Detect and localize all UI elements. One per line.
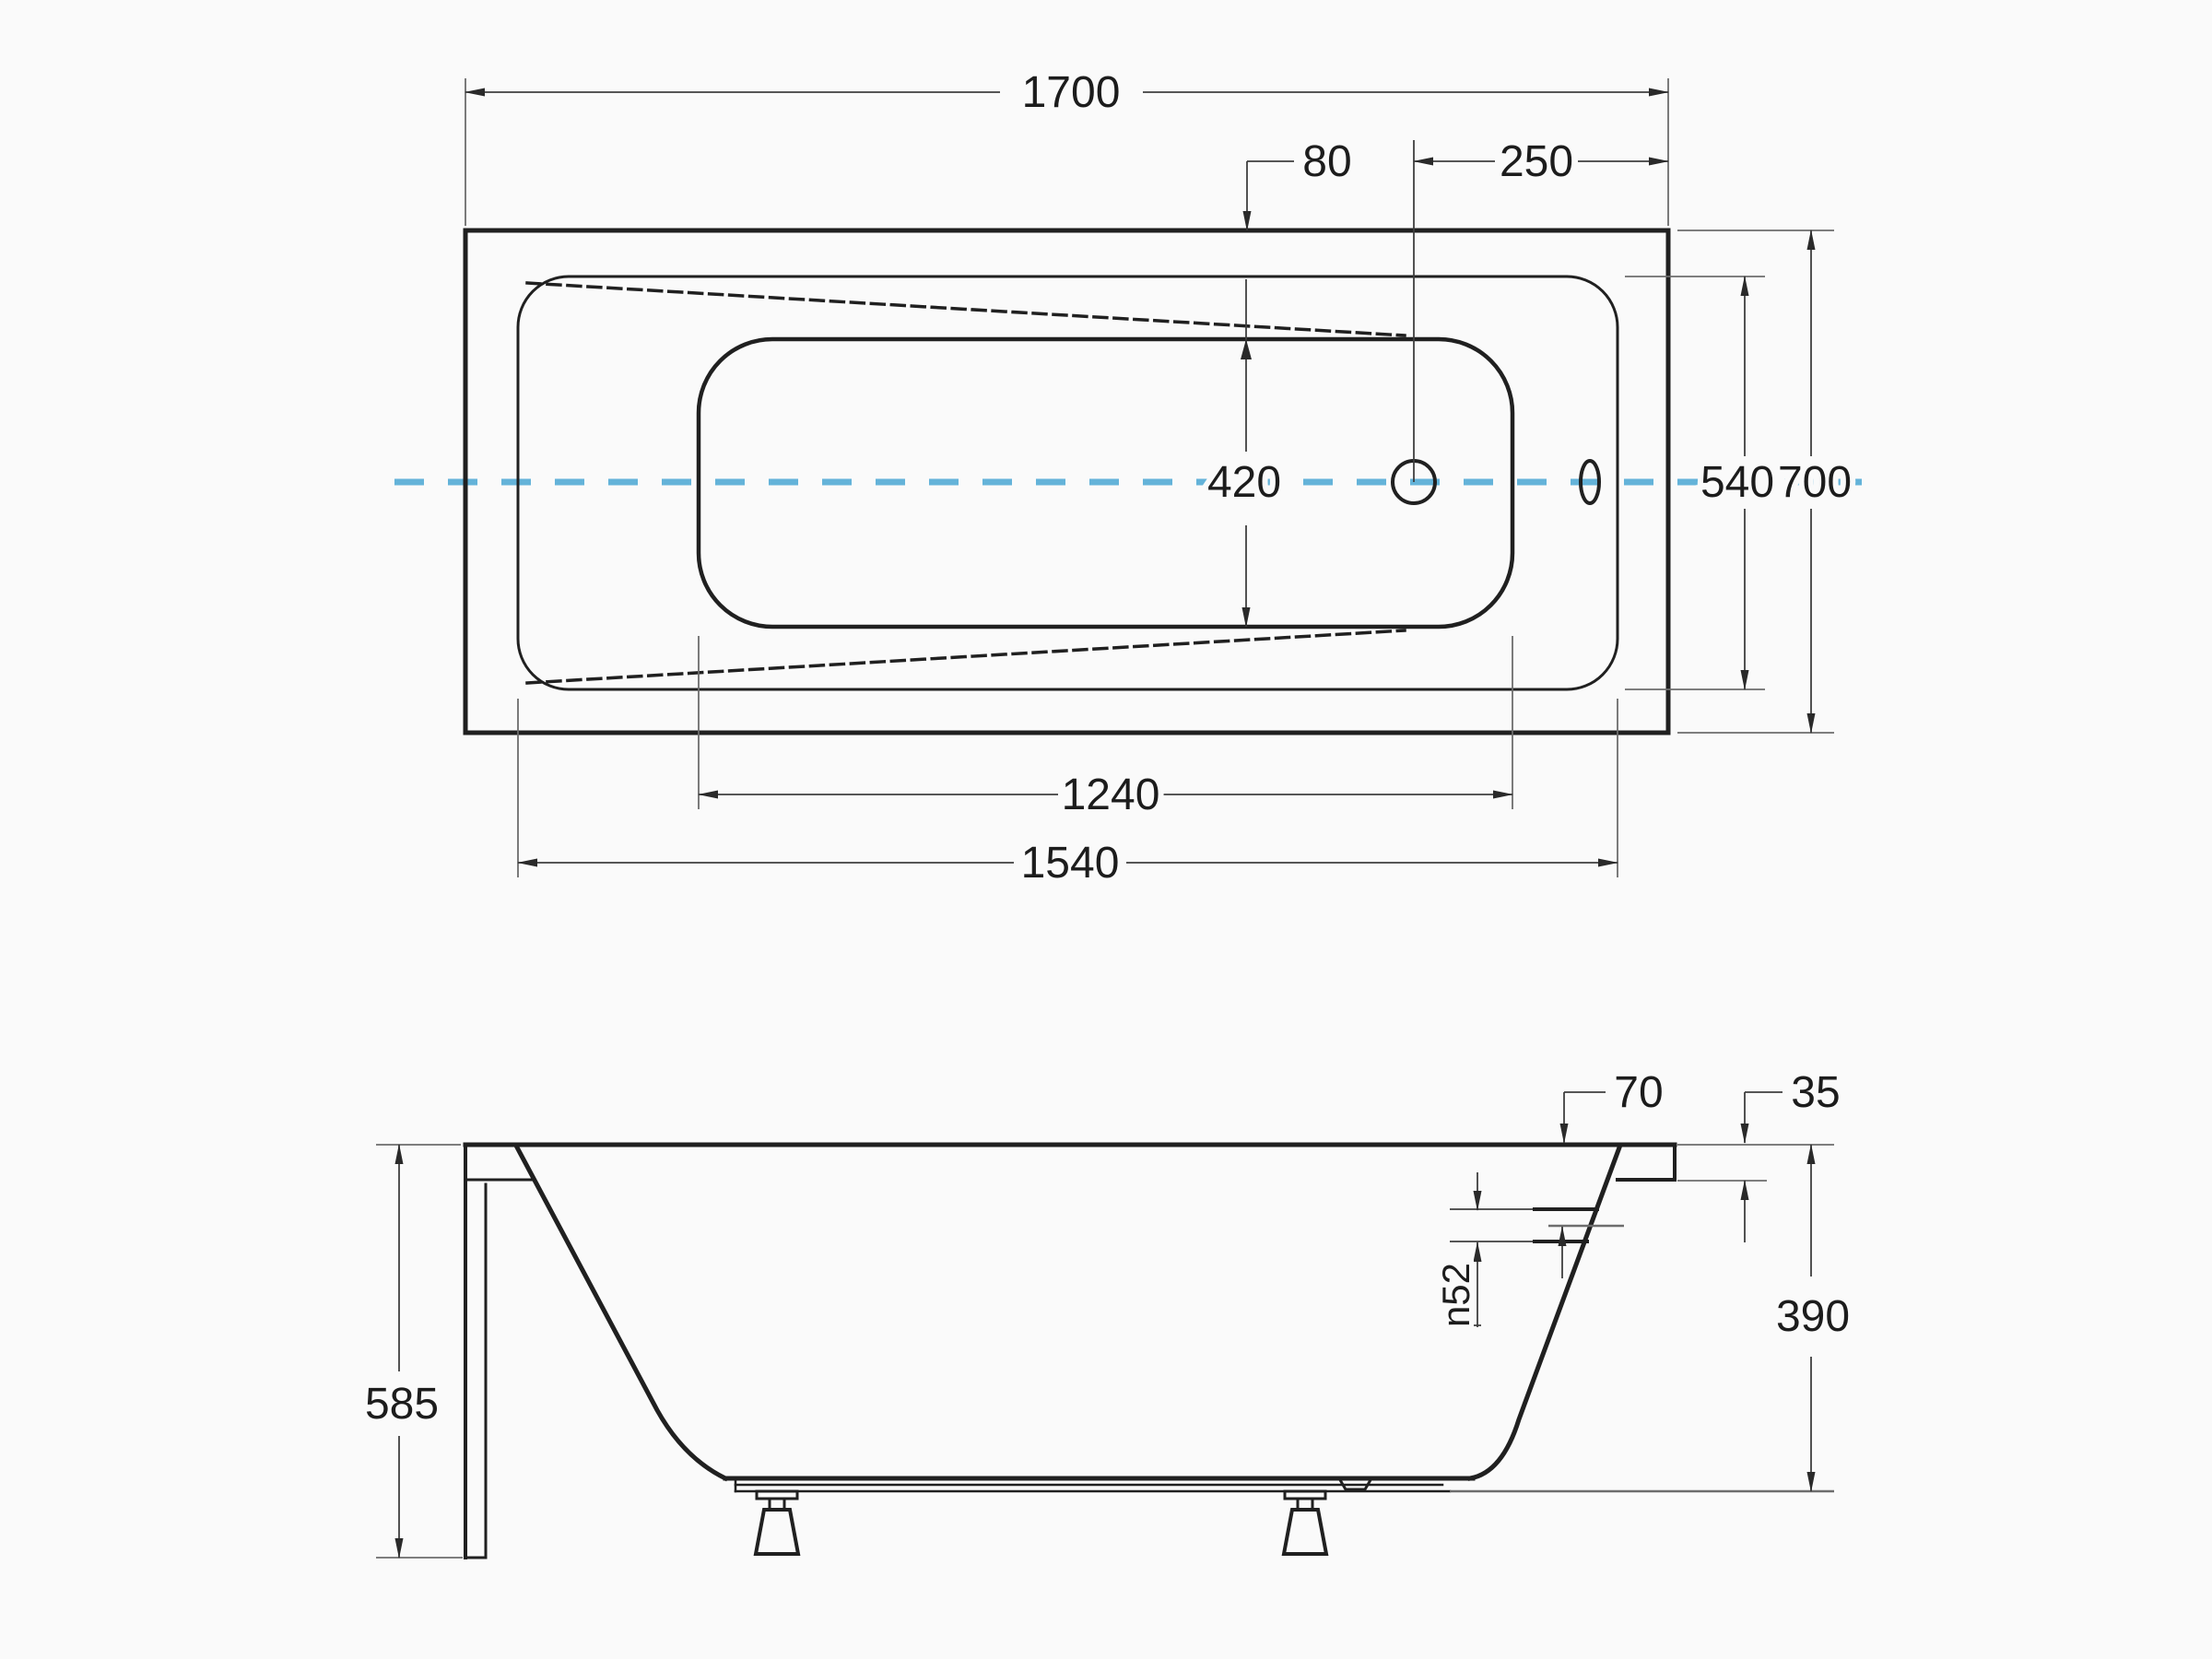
dim-drain-to-edge: 250 (1413, 132, 1669, 192)
dim-label-250: 250 (1500, 137, 1573, 186)
dim-rim-length: 1540 (517, 699, 1618, 893)
dim-label-1540: 1540 (1021, 839, 1120, 888)
slope-projection-top (525, 281, 1406, 337)
outer-rim-rect (463, 228, 1671, 735)
top-view: 1700 80 250 420 540 (394, 63, 1862, 893)
dim-tub-depth: 390 (1677, 1144, 1855, 1492)
front-wall-slope (1467, 1144, 1623, 1481)
dim-label-420: 420 (1207, 458, 1281, 507)
dim-rim-width: 540 (1625, 276, 1780, 690)
adjustable-foot-right (1281, 1489, 1329, 1556)
overflow-hole (1579, 459, 1601, 505)
dim-label-70: 70 (1614, 1068, 1663, 1117)
dim-drain-offset: 80 (1242, 132, 1358, 231)
dim-label-35: 35 (1791, 1068, 1840, 1117)
adjustable-foot-left (753, 1489, 801, 1556)
dim-basin-width: 420 (1202, 279, 1287, 628)
dim-label-1240: 1240 (1062, 771, 1160, 819)
inner-rim-rect (516, 275, 1619, 691)
dim-rim-overhang: 70 (1559, 1063, 1669, 1144)
dim-label-1700: 1700 (1022, 68, 1121, 117)
side-view: n52 70 35 390 585 (359, 1063, 1855, 1559)
dim-label-n52: n52 (1434, 1263, 1477, 1327)
dim-basin-length: 1240 (698, 636, 1513, 825)
support-frame (734, 1477, 1452, 1493)
slope-projection-bottom (525, 629, 1406, 685)
dim-rim-lip-height: 35 (1677, 1063, 1846, 1242)
back-wall-slope (512, 1142, 729, 1482)
dim-overall-length: 1700 (465, 63, 1669, 226)
dim-label-80: 80 (1302, 137, 1351, 186)
dim-overall-width: 700 (1677, 229, 1857, 734)
basin-rect (696, 336, 1515, 629)
dim-label-390: 390 (1776, 1292, 1850, 1341)
dim-label-540: 540 (1700, 458, 1774, 507)
dim-overall-height: 585 (359, 1144, 463, 1559)
apron-panel (464, 1143, 535, 1559)
rim-lip (1616, 1143, 1677, 1182)
drain-detail: n52 (1430, 1172, 1624, 1332)
dim-label-585: 585 (365, 1380, 439, 1429)
dim-label-700: 700 (1778, 458, 1852, 507)
